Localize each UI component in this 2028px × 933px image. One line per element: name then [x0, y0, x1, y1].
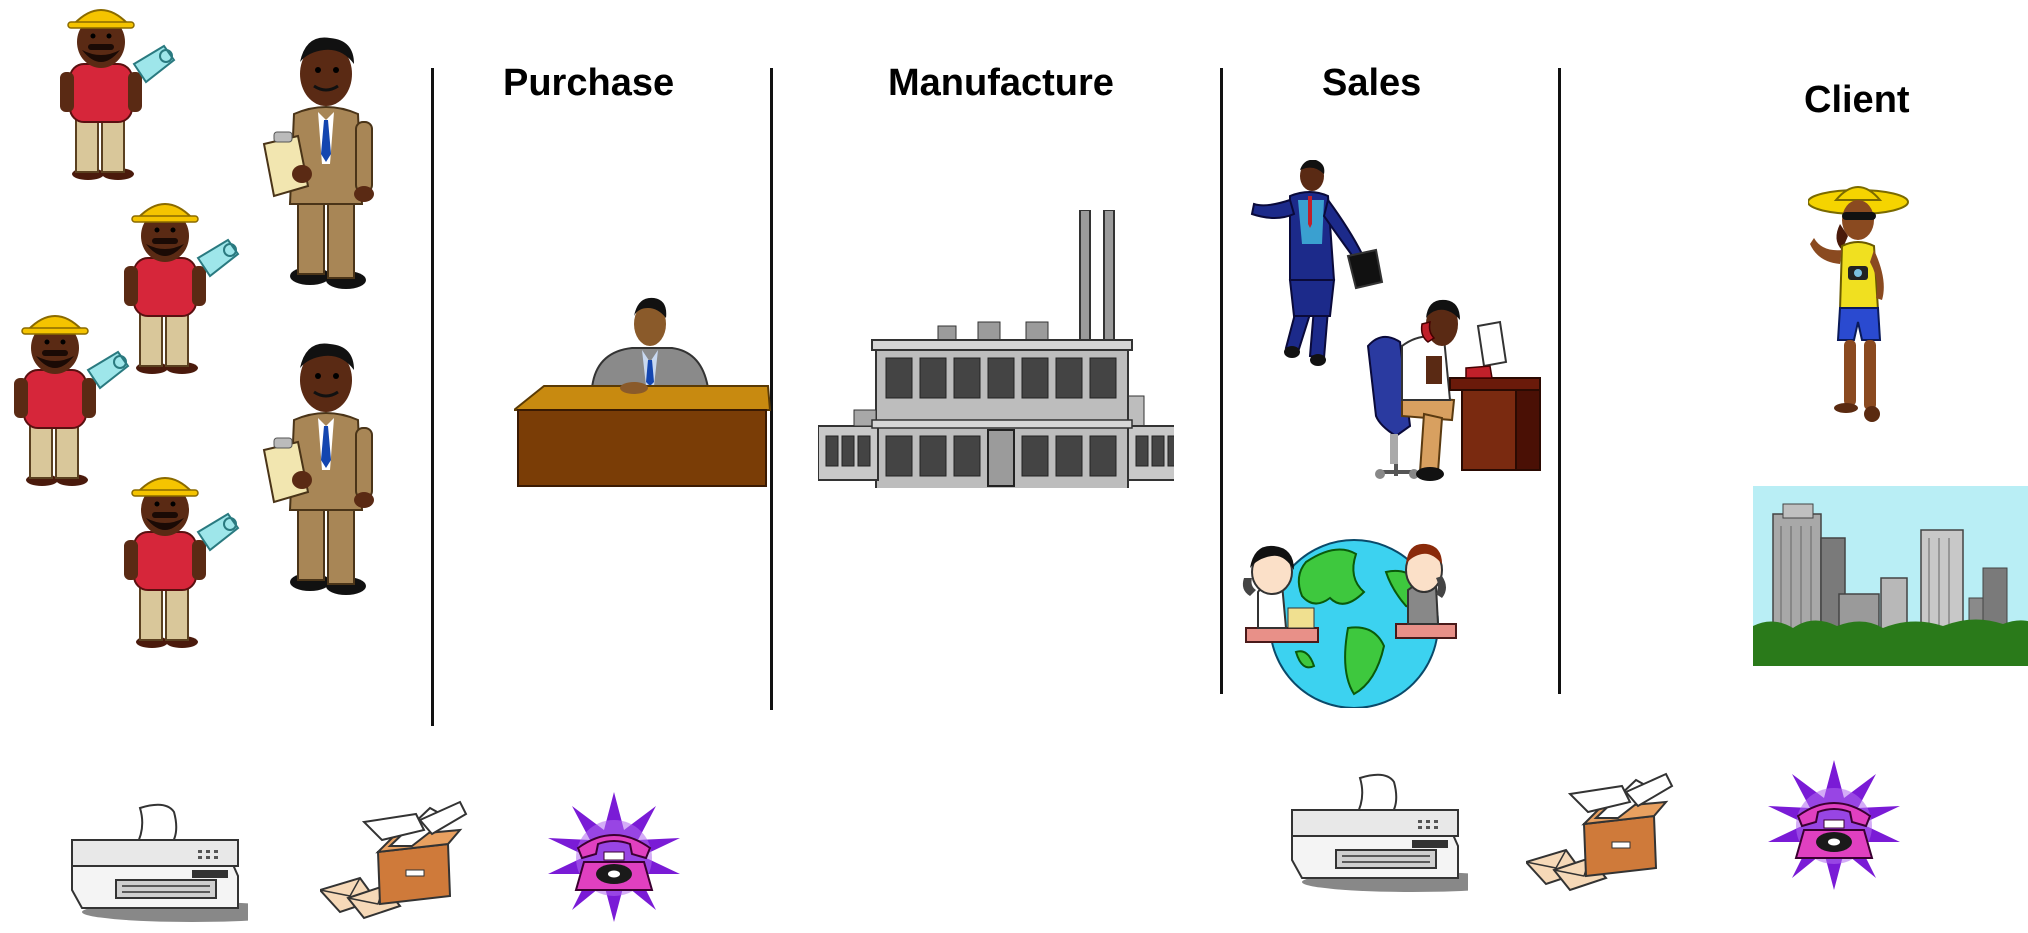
construction-worker-icon [13, 315, 129, 487]
fax-machine-icon [71, 803, 248, 923]
global-phone-call-icon [1242, 539, 1457, 708]
divider-sales-client [1558, 68, 1561, 694]
factory-icon [818, 210, 1174, 488]
divider-purchase-manufacture [770, 68, 773, 710]
telephone-desk-icon [1366, 299, 1541, 481]
ringing-phone-icon [1768, 760, 1901, 891]
supervisor-clipboard-icon [262, 36, 376, 291]
heading-sales: Sales [1322, 62, 1422, 104]
divider-manufacture-sales [1220, 68, 1223, 694]
fax-machine-icon [1291, 773, 1468, 893]
heading-client: Client [1804, 79, 1910, 121]
city-skyline-icon [1753, 486, 2028, 666]
construction-worker-icon [123, 477, 239, 649]
heading-purchase: Purchase [503, 62, 675, 104]
supervisor-clipboard-icon [262, 342, 376, 597]
mailbox-icon [1526, 773, 1673, 891]
ringing-phone-icon [548, 792, 681, 923]
mailbox-icon [320, 801, 467, 919]
construction-worker-icon [59, 9, 175, 181]
divider-internal-purchase [431, 68, 434, 726]
heading-manufacture: Manufacture [888, 62, 1114, 104]
desk-person-icon [514, 297, 772, 487]
tourist-icon [1808, 186, 1909, 422]
businessman-running-icon [1250, 160, 1384, 366]
